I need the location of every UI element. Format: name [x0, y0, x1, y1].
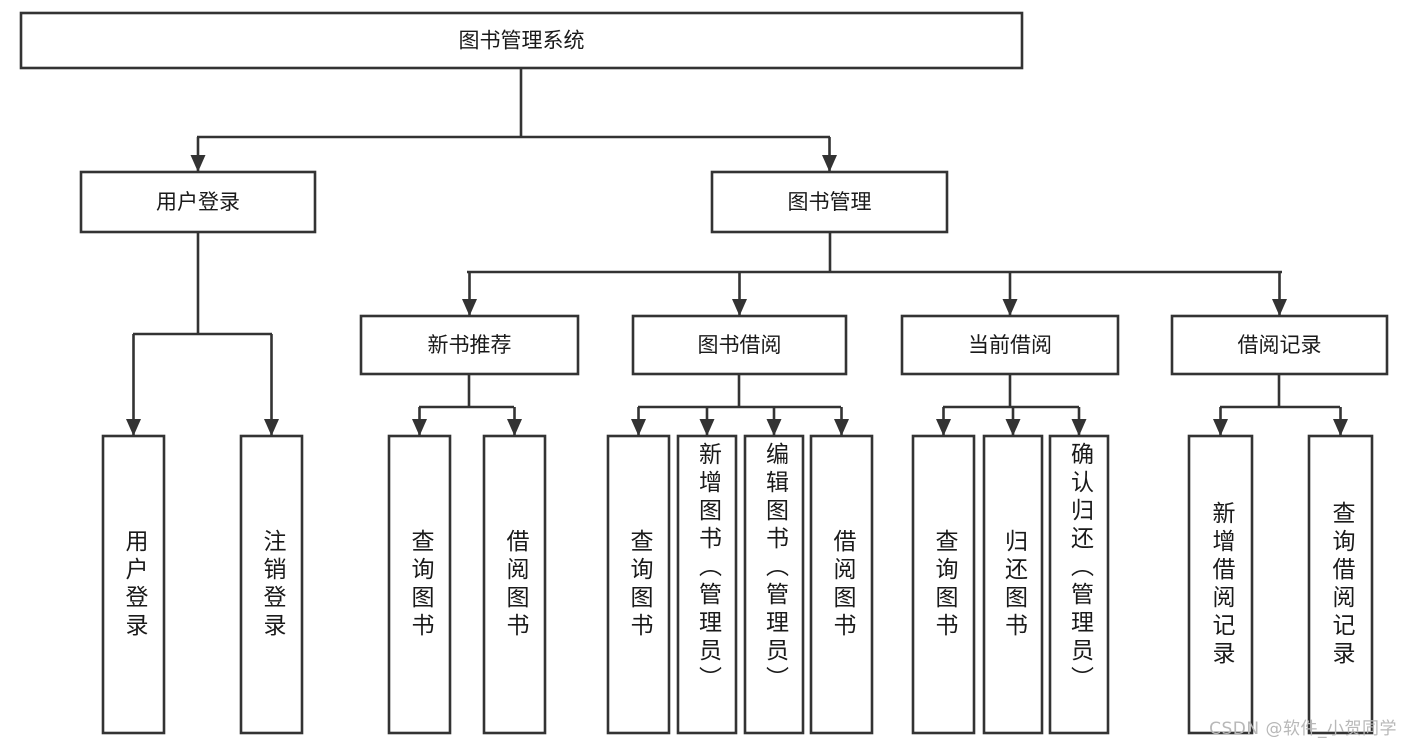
node-box-leaf-bb-add[interactable] [676, 434, 738, 735]
node-box-book-borrow[interactable] [631, 314, 848, 376]
node-box-user-login[interactable] [79, 170, 317, 234]
edge-arrow-head [190, 155, 206, 172]
node-box-leaf-cb-query[interactable] [911, 434, 976, 735]
node-box-leaf-bb-borrow[interactable] [809, 434, 874, 735]
node-label-book-borrow: 图书借阅 [698, 333, 782, 357]
node-box-leaf-br-add[interactable] [1187, 434, 1254, 735]
node-box-leaf-nb-borrow[interactable] [482, 434, 547, 735]
node-label-root: 图书管理系统 [459, 29, 585, 53]
node-box-borrow-record[interactable] [1170, 314, 1389, 376]
csdn-watermark: CSDN @软件_小贺同学 [1209, 719, 1397, 739]
edge-arrow-head [412, 419, 427, 436]
edge-arrow-head [732, 299, 747, 316]
edge-arrow-head [126, 419, 141, 436]
node-box-leaf-bb-query[interactable] [606, 434, 671, 735]
edge-arrow-head [264, 419, 279, 436]
node-label-current-borrow: 当前借阅 [968, 333, 1052, 357]
node-box-leaf-user-login[interactable] [101, 434, 166, 735]
node-box-leaf-br-query[interactable] [1307, 434, 1374, 735]
node-label-borrow-record: 借阅记录 [1238, 333, 1322, 357]
node-label-new-book: 新书推荐 [428, 333, 512, 357]
edge-arrow-head [1005, 419, 1021, 436]
node-box-leaf-bb-edit[interactable] [743, 434, 805, 735]
edge-arrow-head [766, 419, 782, 436]
edge-arrow-head [631, 419, 646, 436]
boxes-layer [19, 11, 1389, 735]
edge-arrow-head [1213, 419, 1228, 436]
node-box-leaf-nb-query[interactable] [387, 434, 452, 735]
node-label-user-login: 用户登录 [156, 190, 240, 214]
edge-arrow-head [1071, 419, 1087, 436]
edge-arrow-head [1272, 299, 1287, 316]
node-box-book-manage[interactable] [710, 170, 949, 234]
edge-arrow-head [507, 419, 522, 436]
edge-arrow-head [834, 419, 849, 436]
node-box-root[interactable] [19, 11, 1024, 70]
connectors-layer [126, 68, 1348, 436]
edge-arrow-head [1333, 419, 1348, 436]
node-box-current-borrow[interactable] [900, 314, 1120, 376]
edge-arrow-head [936, 419, 951, 436]
node-label-book-manage: 图书管理 [788, 190, 872, 214]
edge-arrow-head [462, 299, 477, 316]
node-box-leaf-user-logout[interactable] [239, 434, 304, 735]
node-box-new-book[interactable] [359, 314, 580, 376]
node-box-leaf-cb-confirm[interactable] [1048, 434, 1110, 735]
edge-arrow-head [699, 419, 715, 436]
node-box-leaf-cb-return[interactable] [982, 434, 1044, 735]
edge-arrow-head [1002, 299, 1018, 316]
edge-arrow-head [822, 155, 837, 172]
